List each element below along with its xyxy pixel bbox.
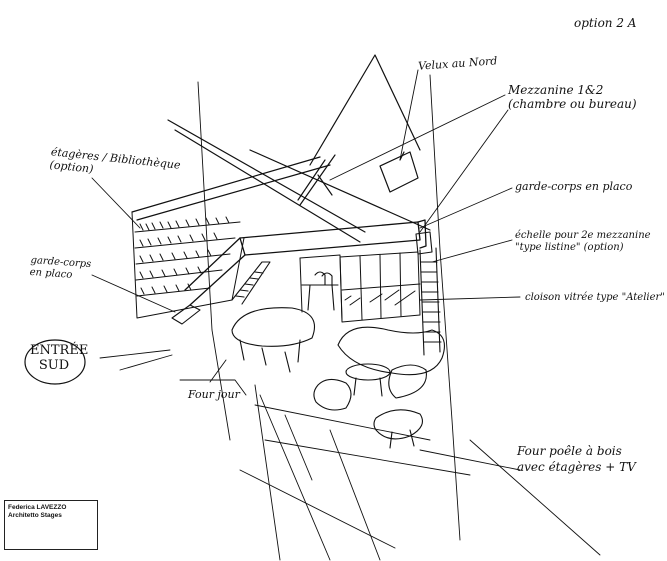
option-label: option 2 A (574, 16, 637, 30)
mezzanine-label-line2: (chambre ou bureau) (508, 97, 637, 111)
cloison-label: cloison vitrée type "Atelier" (525, 292, 665, 303)
bookshelves (131, 211, 245, 319)
roof-structure (131, 54, 431, 243)
ladder (415, 231, 442, 356)
echelle-label: échelle pour 2e mezzanine "type listine"… (515, 230, 651, 254)
four-jour-label: Four jour (188, 388, 240, 401)
garde-corps-top-label: garde-corps en placo (515, 180, 633, 193)
poele-label-line2: avec étagères + TV (517, 460, 636, 474)
garde-corps-left-line2: en placo (29, 266, 73, 281)
entree-circle-icon (24, 339, 86, 385)
velux-window-icon (379, 151, 419, 193)
stair (171, 261, 271, 325)
furniture (231, 271, 445, 449)
atelier-partition (299, 251, 421, 323)
architect-stamp: Federica LAVEZZO Architetto Stages (4, 500, 98, 550)
mezzanine-label-line1: Mezzanine 1&2 (508, 83, 604, 97)
entree-label-line1: ENTRÉE (30, 343, 89, 358)
construction-lines (179, 74, 601, 561)
entree-label: ENTRÉE SUD (30, 343, 88, 373)
stamp-name: Federica LAVEZZO Architetto Stages (8, 504, 67, 519)
echelle-label-line1: échelle pour 2e mezzanine (515, 230, 651, 241)
echelle-label-line2: "type listine" (option) (515, 242, 624, 253)
leader-lines (91, 69, 521, 383)
entree-label-line2: SUD (38, 358, 70, 373)
poele-label-line1: Four poêle à bois (517, 444, 622, 458)
poele-label: Four poêle à bois avec étagères + TV (517, 443, 636, 475)
garde-corps-left-label: garde-corps en placo (29, 255, 91, 283)
mezzanine-label: Mezzanine 1&2 (chambre ou bureau) (508, 83, 637, 111)
mezzanine-slab (184, 219, 427, 306)
